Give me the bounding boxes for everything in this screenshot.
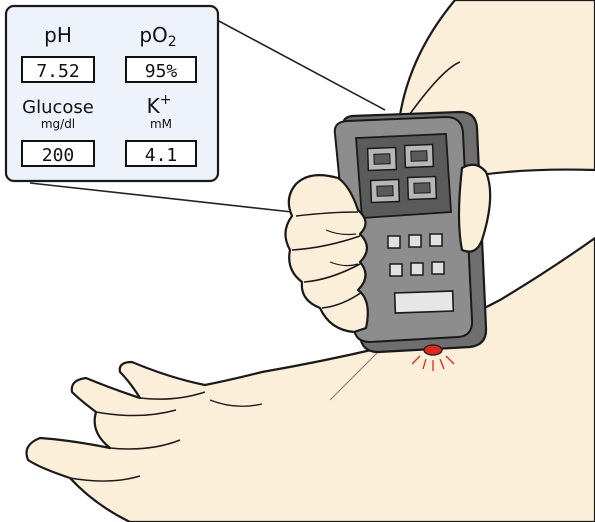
thumb-icon: [459, 165, 490, 252]
device-screen-panel: [356, 134, 451, 218]
po2-value: 95%: [145, 61, 178, 82]
potassium-value: 4.1: [145, 145, 178, 166]
ph-label: pH: [44, 23, 72, 47]
device-display-slot: [395, 291, 454, 313]
glucose-unit: mg/dl: [41, 117, 75, 131]
ph-value: 7.52: [36, 61, 79, 82]
glucose-label: Glucose: [22, 97, 94, 118]
callout-line-bottom: [30, 183, 292, 212]
callout-line-top: [217, 20, 385, 110]
glucose-value: 200: [42, 145, 75, 166]
potassium-unit: mM: [150, 117, 172, 131]
